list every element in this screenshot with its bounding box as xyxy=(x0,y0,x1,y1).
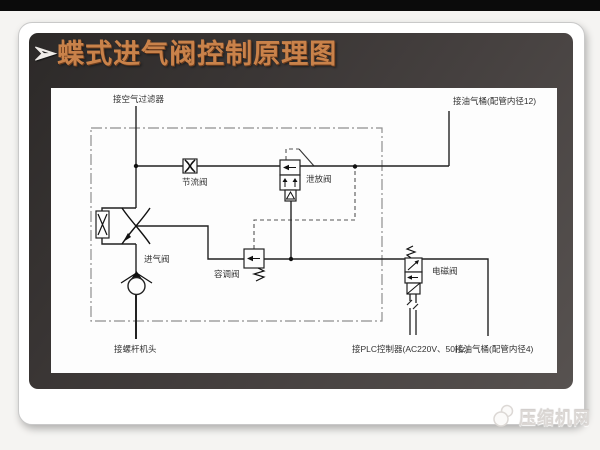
main-pipes xyxy=(101,106,489,339)
solenoid-valve-symbol xyxy=(404,245,423,335)
pilot-line-capacity-valve xyxy=(253,167,356,249)
intake-valve-symbol xyxy=(95,207,151,245)
watermark: 压缩机网 xyxy=(492,403,591,429)
watermark-logo-icon xyxy=(493,404,514,427)
label-plc-controller: 接PLC控制器(AC220V、50Hz) xyxy=(352,344,468,354)
capacity-valve-symbol xyxy=(243,248,266,282)
pilot-link-line xyxy=(298,148,315,167)
label-relief-valve: 泄放阀 xyxy=(306,174,332,184)
title-bullet-arrow-icon: ➢ xyxy=(32,37,58,70)
label-air-filter: 接空气过滤器 xyxy=(113,94,165,104)
slide-background: ➢ 蝶式进气阀控制原理图 xyxy=(29,33,573,389)
junction-dots xyxy=(133,163,358,262)
label-intake-valve: 进气阀 xyxy=(144,254,170,264)
slide-title-row: ➢ 蝶式进气阀控制原理图 xyxy=(32,37,338,70)
top-black-bar xyxy=(0,0,600,11)
slide-card: ➢ 蝶式进气阀控制原理图 xyxy=(18,22,585,425)
relief-valve-symbol xyxy=(279,159,301,202)
slide-title: 蝶式进气阀控制原理图 xyxy=(57,39,338,69)
pipe-lower-run xyxy=(136,225,489,336)
label-solenoid-valve: 电磁阀 xyxy=(432,266,458,276)
label-screw-airend: 接螺杆机头 xyxy=(114,344,157,354)
label-capacity-valve: 容调阀 xyxy=(214,269,240,279)
schematic-panel: 接空气过滤器 接油气桶(配管内径12) 节流阀 泄放阀 进气阀 容调阀 电磁阀 … xyxy=(51,88,557,373)
enclosure-boundary xyxy=(90,127,383,322)
check-valve-symbol xyxy=(120,271,153,296)
label-oil-gas-tank-4: 接油气桶(配管内径4) xyxy=(455,344,534,354)
pilot-line-relief-valve xyxy=(285,148,299,160)
throttle-valve-symbol xyxy=(182,158,198,174)
control-schematic: 接空气过滤器 接油气桶(配管内径12) 节流阀 泄放阀 进气阀 容调阀 电磁阀 … xyxy=(90,94,536,354)
label-oil-gas-tank-12: 接油气桶(配管内径12) xyxy=(453,96,536,106)
watermark-text: 压缩机网 xyxy=(519,408,591,428)
label-throttle-valve: 节流阀 xyxy=(182,177,208,187)
